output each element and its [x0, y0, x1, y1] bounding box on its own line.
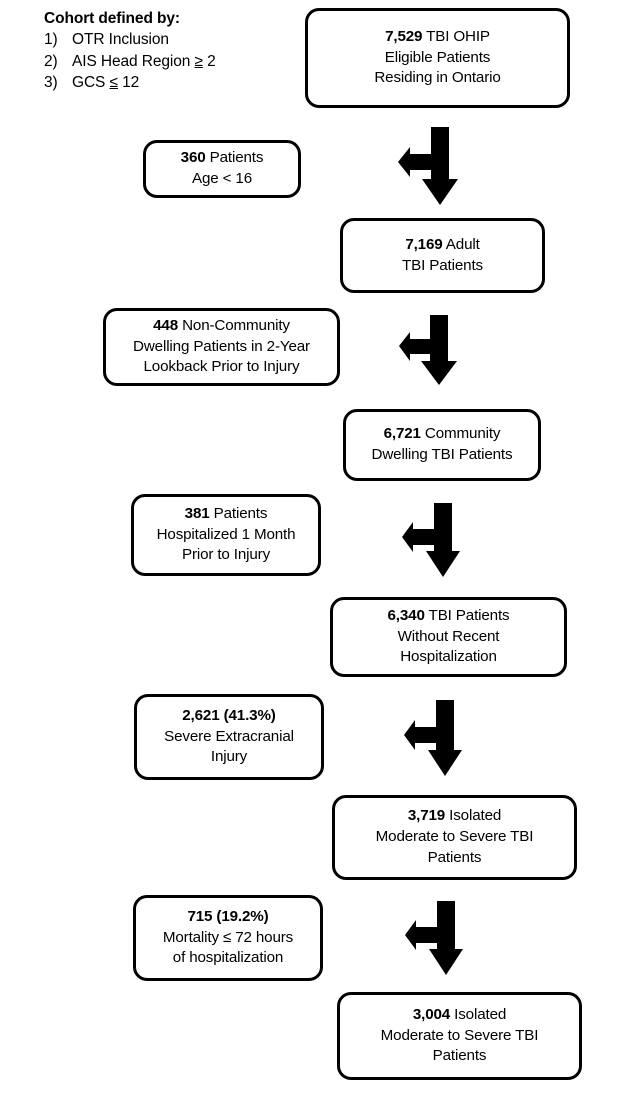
node-line: Hospitalization [400, 648, 497, 666]
node-tbi-ohip-eligible: 7,529 TBI OHIP Eligible Patients Residin… [305, 8, 570, 108]
flow-arrow-down-left-2 [399, 315, 457, 385]
node-line: 3,719 Isolated [407, 807, 502, 825]
legend-item-2-label: AIS Head Region ≥ 2 [72, 52, 216, 70]
legend-item-3-number: 3) [44, 74, 58, 92]
node-line: Patients [432, 1047, 487, 1065]
legend-item-1: 1) OTR Inclusion [44, 29, 294, 50]
node-isolated-moderate-severe-tbi: 3,719 Isolated Moderate to Severe TBI Pa… [332, 795, 577, 880]
flow-arrow-down-left-1 [398, 127, 458, 205]
legend-item-3: 3) GCS ≤ 12 [44, 72, 294, 93]
node-line: 6,721 Community [383, 425, 501, 443]
less-equal-operator: ≤ [109, 74, 119, 92]
node-line: Age < 16 [191, 170, 253, 187]
node-line: 715 (19.2%) [187, 907, 269, 925]
node-exclusion-hospitalized-1-month: 381 Patients Hospitalized 1 Month Prior … [131, 494, 321, 576]
node-line: Dwelling Patients in 2-Year [133, 337, 310, 355]
node-line: 2,621 (41.3%) [182, 706, 276, 724]
node-line: TBI Patients [402, 256, 483, 274]
node-line: Lookback Prior to Injury [143, 358, 300, 376]
node-line: Mortality ≤ 72 hours [162, 928, 294, 946]
node-line: 360 Patients [180, 149, 264, 167]
node-line: Dwelling TBI Patients [371, 446, 513, 463]
greater-equal-operator: ≥ [194, 52, 203, 70]
node-line: Severe Extracranial [164, 727, 294, 745]
node-line: Without Recent [397, 627, 500, 645]
cohort-definition-legend: Cohort defined by: 1) OTR Inclusion 2) A… [44, 8, 294, 94]
flow-arrow-down-left-5 [405, 901, 463, 975]
node-line: 6,340 TBI Patients [387, 606, 510, 624]
node-line: 7,529 TBI OHIP [385, 27, 490, 45]
node-adult-tbi-patients: 7,169 Adult TBI Patients [340, 218, 545, 293]
node-line: Eligible Patients [384, 48, 491, 66]
node-line: Hospitalized 1 Month [156, 525, 296, 543]
flow-arrow-down-left-4 [404, 700, 462, 776]
node-line: Moderate to Severe TBI [375, 828, 534, 846]
node-line: 448 Non-Community [153, 316, 290, 334]
node-line: Injury [210, 748, 248, 766]
node-line: Moderate to Severe TBI [380, 1026, 539, 1044]
node-final-isolated-moderate-severe-tbi: 3,004 Isolated Moderate to Severe TBI Pa… [337, 992, 582, 1080]
node-community-dwelling-tbi: 6,721 Community Dwelling TBI Patients [343, 409, 541, 481]
legend-item-2: 2) AIS Head Region ≥ 2 [44, 51, 294, 72]
node-line: Residing in Ontario [374, 69, 501, 87]
legend-item-1-label: OTR Inclusion [72, 31, 169, 49]
legend-item-3-label: GCS ≤ 12 [72, 74, 140, 92]
node-line: Patients [427, 848, 482, 866]
legend-title: Cohort defined by: [44, 10, 180, 27]
node-line: Prior to Injury [181, 546, 271, 564]
node-without-recent-hospitalization: 6,340 TBI Patients Without Recent Hospit… [330, 597, 567, 677]
node-line: of hospitalization [172, 949, 284, 967]
node-exclusion-non-community-dwelling: 448 Non-Community Dwelling Patients in 2… [103, 308, 340, 386]
node-exclusion-mortality-72-hours: 715 (19.2%) Mortality ≤ 72 hours of hosp… [133, 895, 323, 981]
node-exclusion-age-under-16: 360 Patients Age < 16 [143, 140, 301, 198]
node-line: 7,169 Adult [405, 235, 480, 253]
node-line: 3,004 Isolated [412, 1005, 507, 1023]
node-exclusion-severe-extracranial-injury: 2,621 (41.3%) Severe Extracranial Injury [134, 694, 324, 780]
flow-arrow-down-left-3 [402, 503, 460, 577]
legend-item-1-number: 1) [44, 31, 58, 49]
legend-item-2-number: 2) [44, 52, 58, 70]
node-line: 381 Patients [184, 504, 268, 522]
